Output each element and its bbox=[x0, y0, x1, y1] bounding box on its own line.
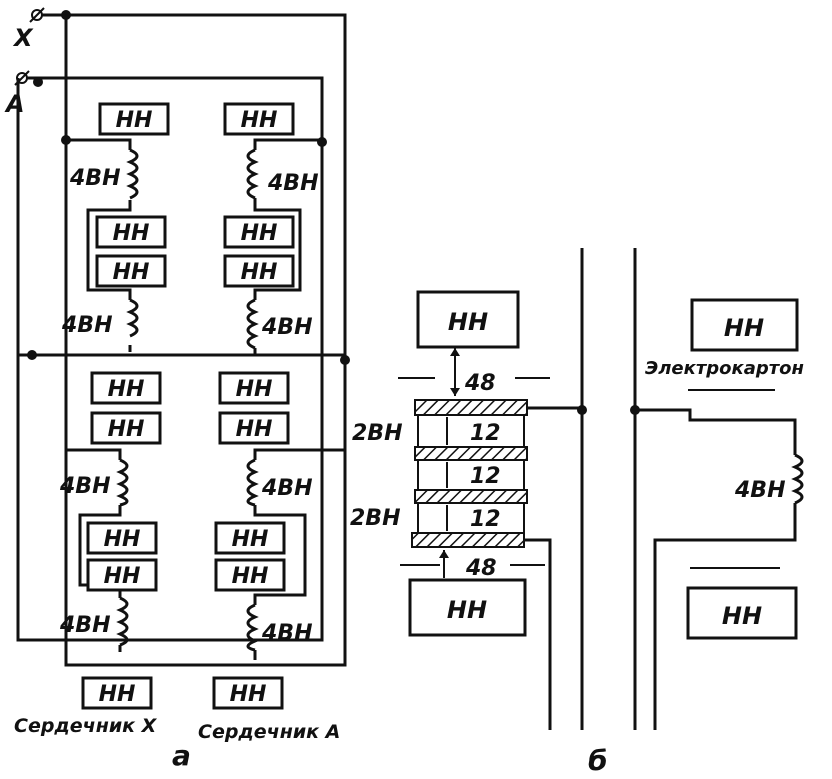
svg-text:НН: НН bbox=[108, 377, 145, 402]
svg-text:НН: НН bbox=[448, 308, 488, 336]
svg-text:НН: НН bbox=[99, 682, 136, 707]
gap-48-top: 48 bbox=[464, 371, 496, 396]
hv-2-label-2: 2ВН bbox=[350, 506, 401, 531]
svg-text:НН: НН bbox=[108, 417, 145, 442]
svg-text:НН: НН bbox=[113, 221, 150, 246]
insulation-plate-2 bbox=[414, 446, 528, 461]
insulation-plate-1 bbox=[414, 399, 528, 416]
hv-label-right-4: 4ВН bbox=[261, 621, 313, 646]
hv-label-left-4: 4ВН bbox=[59, 613, 111, 638]
coil-left-3-icon bbox=[116, 458, 129, 507]
terminal-a-label: A bbox=[4, 90, 25, 118]
insulation-plate-4 bbox=[411, 532, 525, 548]
part-b-section: НН 48 12 12 12 2ВН 2ВН bbox=[350, 248, 804, 777]
hv-label-left-1: 4ВН bbox=[69, 166, 121, 191]
gap-12-3: 12 bbox=[470, 507, 501, 532]
hv-label-right-3: 4ВН bbox=[261, 476, 313, 501]
svg-text:НН: НН bbox=[241, 108, 278, 133]
hv-label-right-1: 4ВН bbox=[267, 171, 319, 196]
lv-box-b-right-bottom: НН bbox=[686, 586, 798, 640]
svg-text:НН: НН bbox=[447, 596, 487, 624]
lv-box-left-4: НН bbox=[90, 371, 162, 405]
svg-text:НН: НН bbox=[241, 260, 278, 285]
hv-label-left-3: 4ВН bbox=[59, 474, 111, 499]
lv-box-right-4: НН bbox=[218, 371, 290, 405]
gap-48-bottom: 48 bbox=[465, 556, 497, 581]
core-x-label: Сердечник Х bbox=[14, 715, 158, 737]
hv-2-label-1: 2ВН bbox=[352, 421, 403, 446]
svg-text:НН: НН bbox=[722, 602, 762, 630]
lv-box-left-2: НН bbox=[95, 215, 167, 249]
svg-text:НН: НН bbox=[116, 108, 153, 133]
lv-box-right-7: НН bbox=[214, 558, 286, 592]
figure-a-label: а bbox=[172, 739, 191, 772]
lv-box-b-top: НН bbox=[416, 290, 520, 349]
gap-12-1: 12 bbox=[470, 421, 501, 446]
svg-text:НН: НН bbox=[230, 682, 267, 707]
insulation-label: Электрокартон bbox=[645, 358, 804, 379]
coil-right-3-icon bbox=[246, 458, 259, 507]
svg-text:НН: НН bbox=[104, 527, 141, 552]
lv-box-left-5: НН bbox=[90, 411, 162, 445]
lv-box-right-8: НН bbox=[212, 676, 284, 710]
coil-b-right-icon bbox=[791, 453, 804, 505]
svg-text:НН: НН bbox=[236, 377, 273, 402]
lv-box-left-6: НН bbox=[86, 521, 158, 555]
lv-box-b-right-top: НН bbox=[690, 298, 799, 352]
svg-text:НН: НН bbox=[232, 527, 269, 552]
figure-b-label: б bbox=[588, 744, 608, 777]
wire-x-bus bbox=[42, 13, 347, 667]
wire-a-bus bbox=[16, 76, 324, 642]
svg-text:НН: НН bbox=[232, 564, 269, 589]
coil-right-1-icon bbox=[246, 148, 259, 200]
lv-box-right-3: НН bbox=[223, 254, 295, 288]
coil-right-2-icon bbox=[246, 298, 259, 350]
lv-box-right-2: НН bbox=[223, 215, 295, 249]
lv-box-b-bottom: НН bbox=[408, 578, 527, 637]
lv-box-right-1: НН bbox=[223, 102, 295, 136]
terminal-x-label: X bbox=[12, 24, 34, 52]
gap-12-2: 12 bbox=[470, 464, 501, 489]
lv-box-left-1: НН bbox=[98, 102, 170, 136]
lv-box-right-6: НН bbox=[214, 521, 286, 555]
lv-box-left-8: НН bbox=[81, 676, 153, 710]
coil-right-4-icon bbox=[246, 603, 259, 652]
svg-text:НН: НН bbox=[236, 417, 273, 442]
lv-box-right-5: НН bbox=[218, 411, 290, 445]
insulation-plate-3 bbox=[414, 489, 528, 504]
hv-4-label-b: 4ВН bbox=[734, 478, 786, 503]
coil-left-4-icon bbox=[116, 596, 129, 647]
lv-box-left-7: НН bbox=[86, 558, 158, 592]
svg-text:НН: НН bbox=[241, 221, 278, 246]
svg-text:НН: НН bbox=[724, 314, 764, 342]
part-a-schematic: X A bbox=[4, 7, 350, 772]
coil-left-2-icon bbox=[126, 298, 139, 338]
svg-text:НН: НН bbox=[104, 564, 141, 589]
lv-box-left-3: НН bbox=[95, 254, 167, 288]
svg-text:НН: НН bbox=[113, 260, 150, 285]
hv-label-right-2: 4ВН bbox=[261, 315, 313, 340]
core-a-label: Сердечник А bbox=[198, 721, 340, 743]
coil-left-1-icon bbox=[126, 148, 139, 200]
hv-label-left-2: 4ВН bbox=[61, 313, 113, 338]
